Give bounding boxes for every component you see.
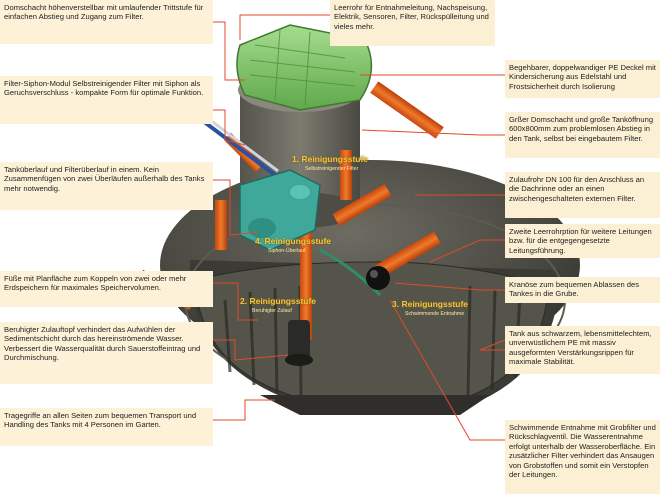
callout-lid: Begehbarer, doppelwandiger PE Deckel mit… (505, 60, 660, 98)
green-lid (236, 24, 373, 111)
stage-1-title: 1. Reinigungsstufe (292, 154, 369, 164)
callout-filter-siphon: Filter-Siphon-Modul Selbstreinigender Fi… (0, 76, 213, 124)
stage-2-subtitle: Beruhigter Zulauf (252, 308, 292, 314)
callout-overflow: Tanküberlauf und Filterüberlauf in einem… (0, 162, 213, 210)
stage-2-title: 2. Reinigungsstufe (240, 296, 317, 306)
stage-4-subtitle: Siphon-Überlauf (268, 248, 306, 254)
callout-inlet-pipe: Zulaufrohr DN 100 für den Anschluss an d… (505, 172, 660, 218)
stage-1-subtitle: Selbstreinigender Filter (305, 166, 359, 172)
callout-crane-eye: Kranöse zum bequemen Ablassen des Tankes… (505, 277, 660, 303)
filter-siphon-module (239, 169, 321, 251)
callout-inlet-pot: Beruhigter Zulauftopf verhindert das Auf… (0, 322, 213, 384)
stage-3-subtitle: Schwimmende Entnahme (405, 311, 465, 317)
callout-dome-shaft: Domschacht höhenverstellbar mit umlaufen… (0, 0, 213, 44)
callout-feet: Füße mit Planfläche zum Koppeln von zwei… (0, 271, 213, 307)
callout-handles: Tragegriffe an allen Seiten zum bequemen… (0, 408, 213, 446)
stage-3-title: 3. Reinigungsstufe (392, 299, 469, 309)
stage-4-title: 4. Reinigungsstufe (255, 236, 332, 246)
callout-conduit: Leerrohr für Entnahmeleitung, Nachspeisu… (330, 0, 495, 46)
floating-intake (319, 248, 390, 297)
callout-floating-intake: Schwimmende Entnahme mit Grobfilter und … (505, 420, 660, 494)
leader-lines (213, 14, 531, 441)
callout-tank-material: Tank aus schwarzem, lebensmittelechtem, … (505, 326, 660, 374)
tank-body (160, 160, 580, 415)
callout-second-conduit: Zweite Leerrohrption für weitere Leitung… (505, 224, 660, 258)
inlet-pot (285, 320, 313, 366)
callout-tank-opening: Grßer Domschacht und große Tanköffnung 6… (505, 112, 660, 158)
